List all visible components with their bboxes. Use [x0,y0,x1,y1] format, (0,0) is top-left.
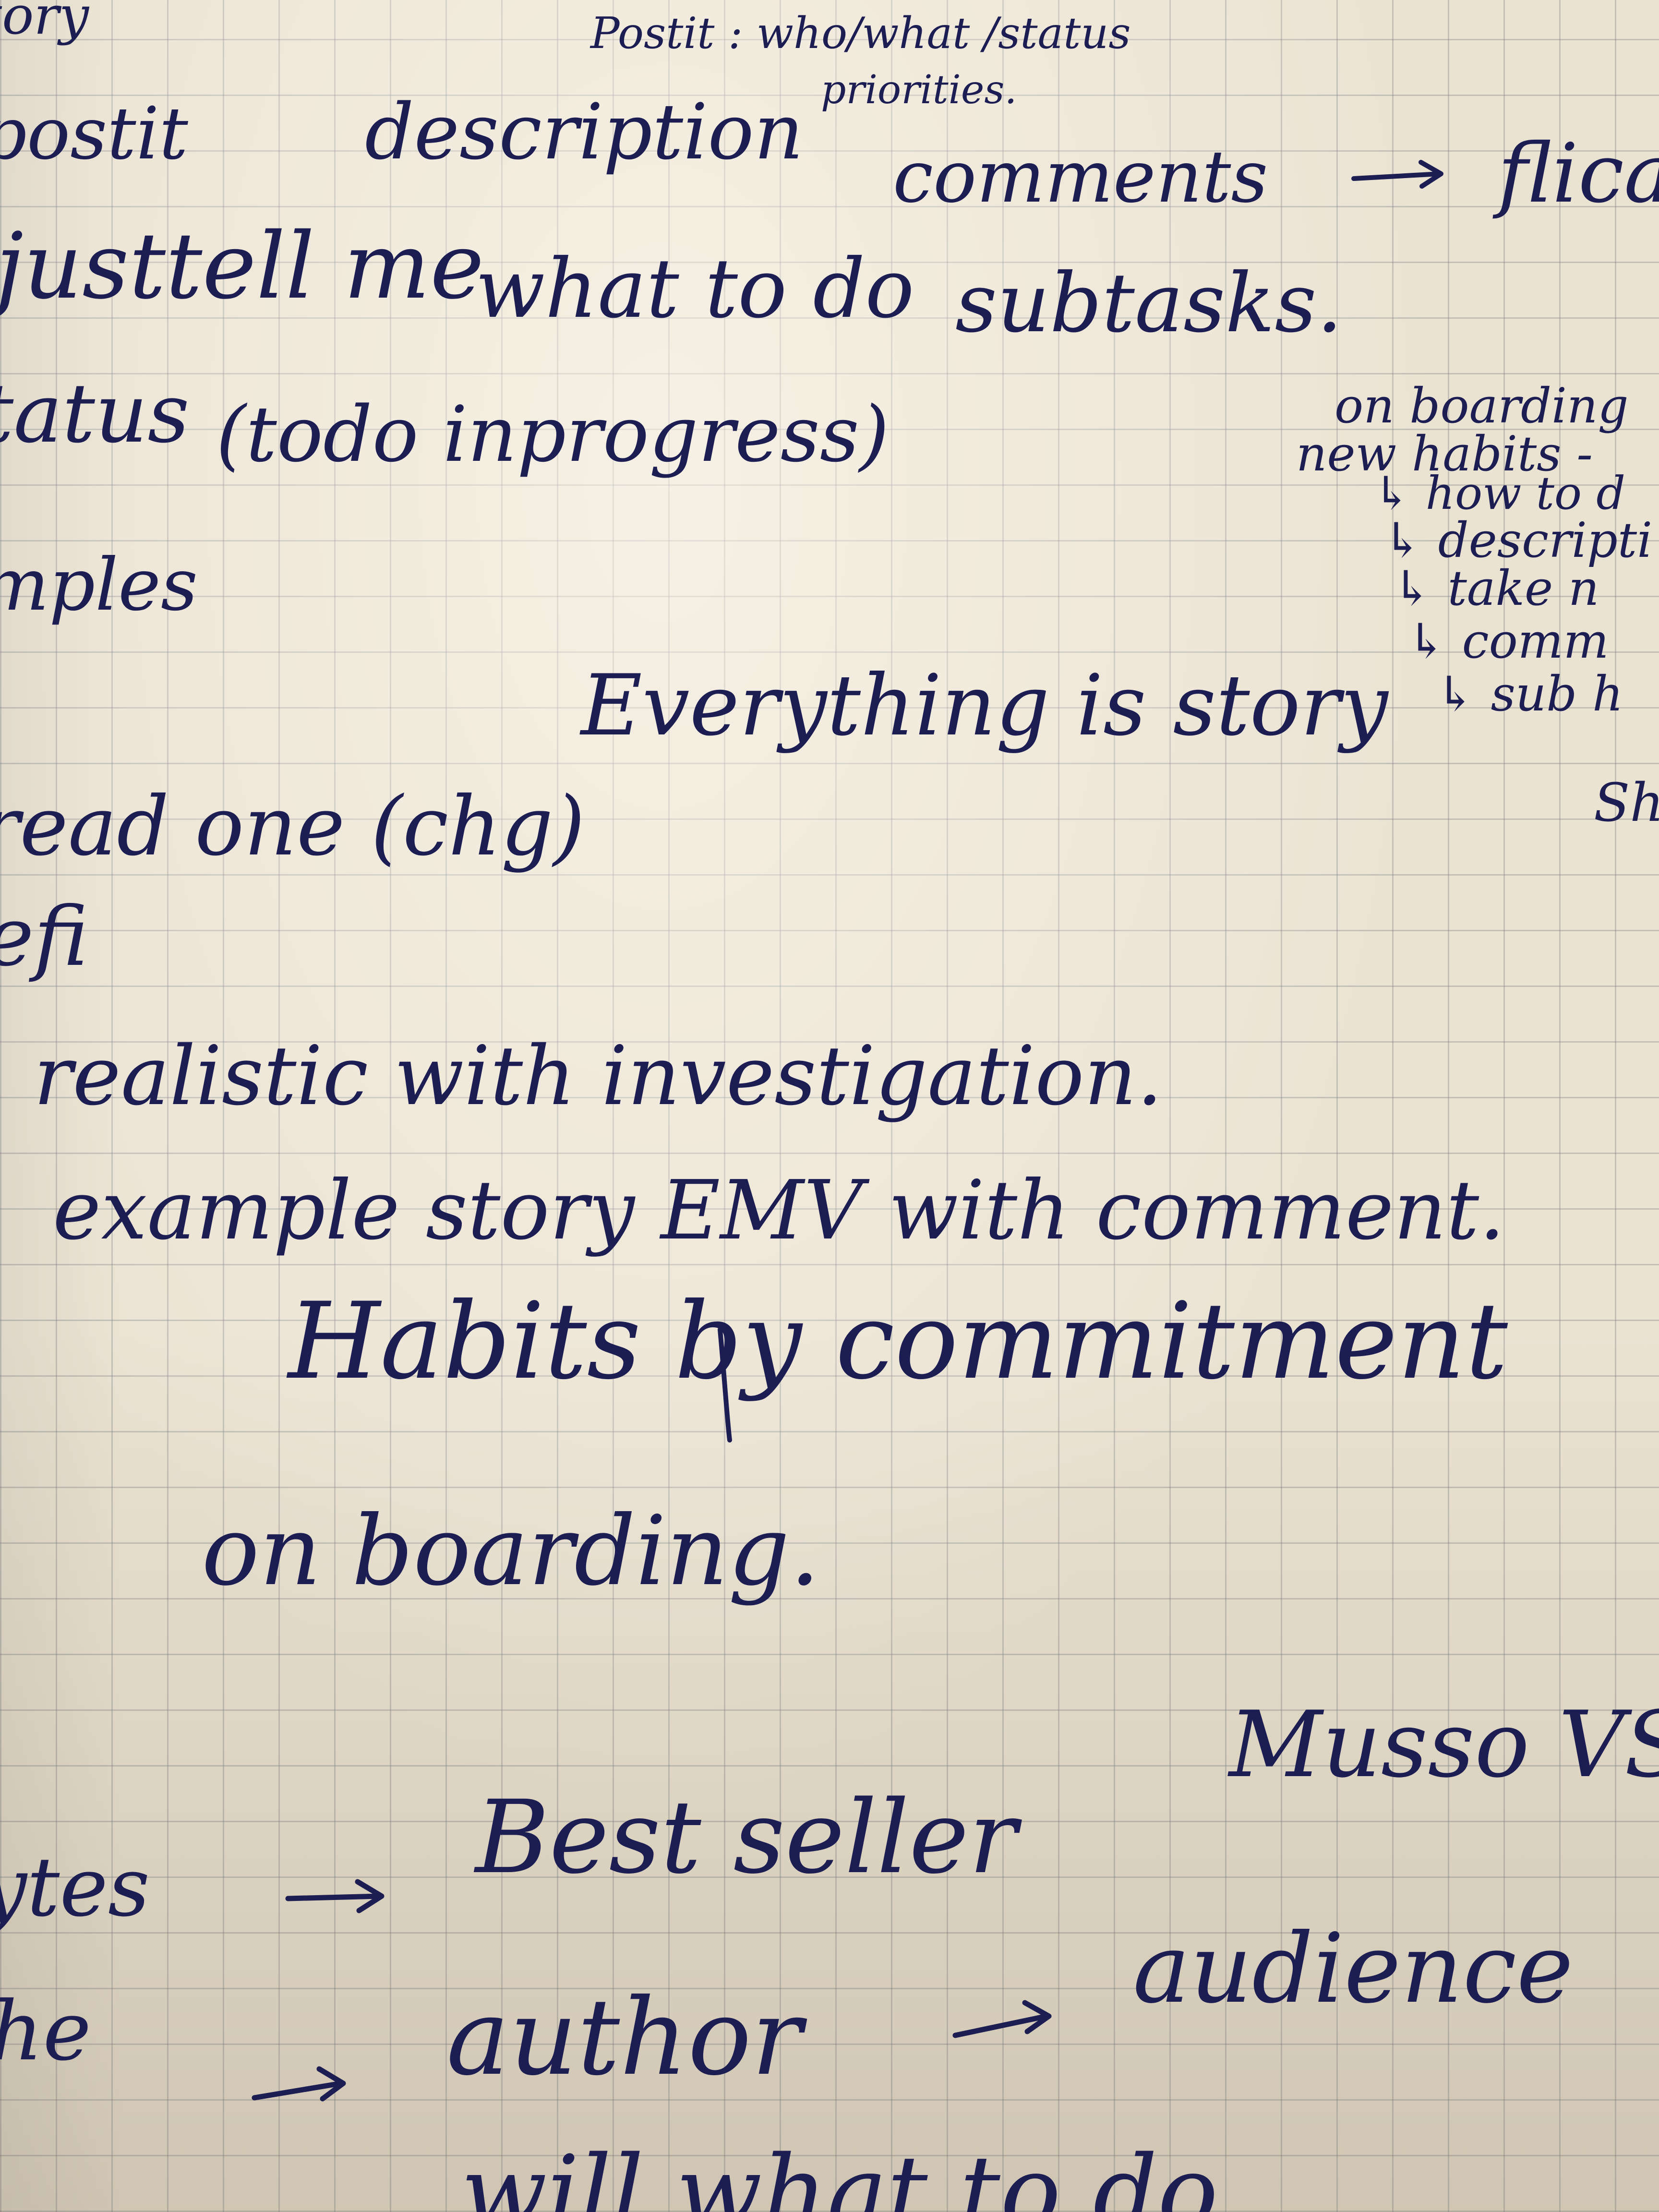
right-newhabits: new habits - [1296,426,1593,482]
row-comments: comments [893,135,1268,219]
onboarding-line: on boarding. [202,1495,820,1607]
right-item-3: ↳ take n [1392,560,1599,616]
realistic-line: realistic with investigation. [34,1029,1163,1124]
corner-top-text: tory [0,0,90,46]
left-bottom-1: ytes [0,1840,150,1935]
row-todo: (todo inprogress) [216,389,889,479]
example-story-line: example story EMV with comment. [53,1163,1505,1258]
left-bottom-2: he [0,1984,91,2079]
row-postit: postit [0,92,189,176]
arrow-to-flicat [1351,160,1443,189]
row-subtasks: subtasks. [955,256,1343,351]
author: author [446,1976,807,2099]
bottom-line: will what to do. [461,2134,1249,2212]
arrow-to-audience [952,2000,1052,2038]
defi: efi [0,890,88,985]
habits-underline-stroke [718,1327,732,1443]
arrow-to-best-seller [285,1879,385,1913]
right-item-1: ↳ how to d [1373,467,1625,520]
right-onboarding: on boarding [1334,378,1628,434]
read-one: read one (chg) [0,779,585,874]
row-flicat: flica [1492,126,1659,221]
musso-vs: Musso VS [1227,1692,1659,1798]
habits-line: Habits by commitment [286,1280,1508,1403]
row-whattodo: what to do [475,241,914,337]
row-examples: mples [0,543,198,627]
row-description: description [365,87,804,177]
postit-header: Postit : who/what /status [589,8,1131,59]
row-status: tatus [0,366,190,461]
right-sh: Sh [1594,772,1659,833]
best-seller: Best seller [473,1779,1022,1896]
right-item-4: ↳ comm [1407,613,1609,669]
everything-is-story: Everything is story [579,657,1389,755]
right-item-5: ↳ sub h [1435,666,1623,722]
arrow-to-author [252,2066,346,2102]
audience: audience [1133,1913,1574,2025]
postit-header-2: priorities. [821,67,1017,113]
row-justtell: justtell me [0,213,484,319]
right-item-2: ↳ descripti [1382,512,1652,568]
